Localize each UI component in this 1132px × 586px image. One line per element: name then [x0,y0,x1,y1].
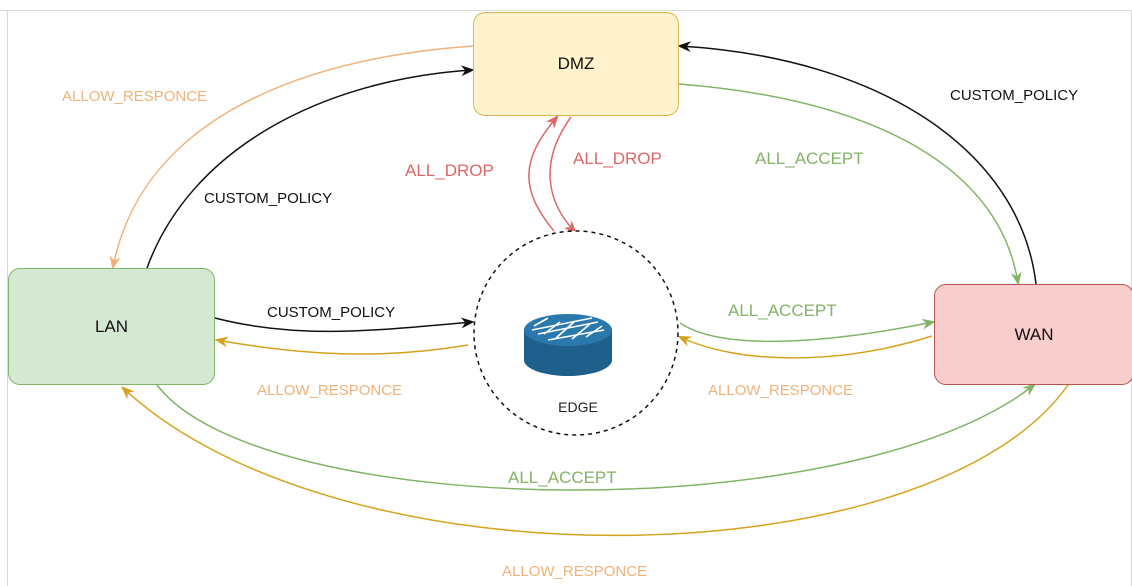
edge-dmz-to-lan [109,45,474,270]
label-dmz-to-wan: ALL_ACCEPT [755,149,864,168]
label-lan-to-wan: ALL_ACCEPT [508,468,617,487]
label-wan-to-edge: ALLOW_RESPONCE [708,382,854,399]
label-edge-to-dmz: ALL_DROP [405,161,494,180]
label-lan-to-edge: CUSTOM_POLICY [267,304,396,321]
edge-wan-to-edge [677,335,933,359]
label-dmz-to-edge: ALL_DROP [573,149,662,168]
lan-label: LAN [94,316,129,336]
label-wan-to-dmz: CUSTOM_POLICY [950,87,1079,104]
edge-wan-to-lan [121,384,1069,537]
edge-edge-to-lan [214,336,469,355]
label-lan-to-dmz: CUSTOM_POLICY [204,190,333,207]
frame-left-border [7,10,8,586]
edge-lan-to-dmz [146,65,475,269]
edge-node-label: EDGE [558,399,598,415]
edge-lan-to-edge [214,317,475,333]
edge-dmz-to-edge [549,116,577,234]
edge-wan-to-dmz [677,41,1037,285]
lan-node: LAN [8,268,215,385]
label-wan-to-lan: ALLOW_RESPONCE [502,563,648,580]
edge-edge-to-wan [679,318,936,343]
label-dmz-to-lan: ALLOW_RESPONCE [62,88,208,105]
edge-lan-to-wan [156,383,1037,491]
edge-edge-to-dmz [528,114,559,232]
dmz-label: DMZ [557,54,595,73]
label-edge-to-lan: ALLOW_RESPONCE [257,382,403,399]
wan-label: WAN [1014,324,1054,344]
edge-dmz-to-wan [678,83,1022,286]
router-icon [524,314,612,376]
frame-top-border [0,10,1132,11]
dmz-node: DMZ [473,12,679,116]
label-edge-to-wan: ALL_ACCEPT [728,301,837,320]
wan-node: WAN [934,284,1132,385]
